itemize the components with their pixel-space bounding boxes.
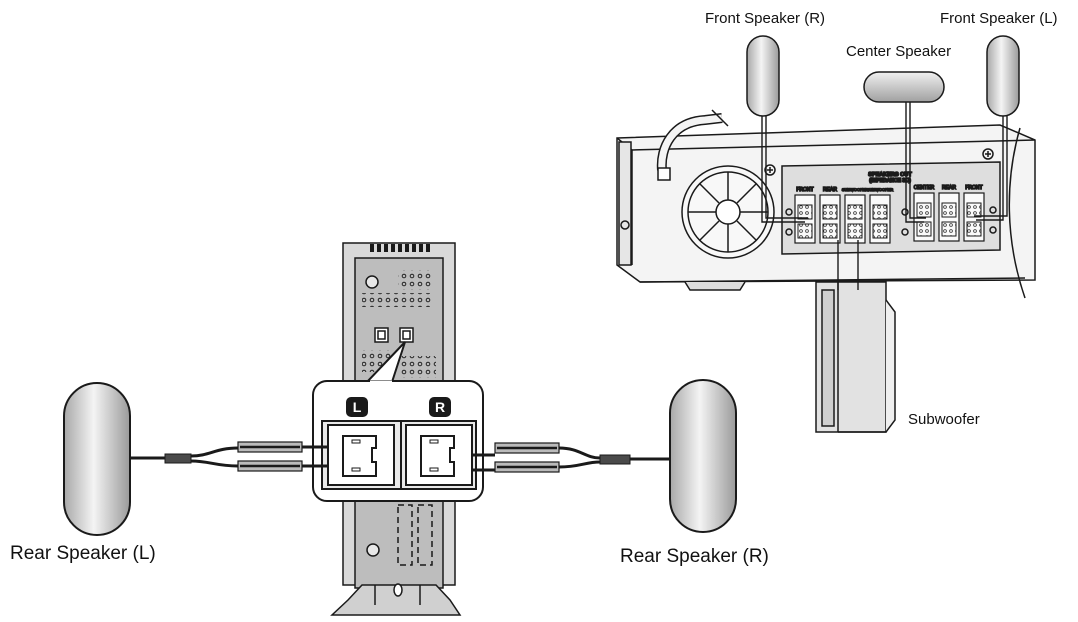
subwoofer bbox=[815, 281, 896, 433]
impedance-label: (IMPEDANCE 3Ω) bbox=[869, 178, 911, 184]
terminal-center-label: CENTER bbox=[914, 185, 935, 191]
front-speaker-left-label: Front Speaker (L) bbox=[940, 10, 1058, 27]
front-center-wires bbox=[761, 102, 1008, 223]
rear-speaker-right-label: Rear Speaker (R) bbox=[620, 546, 769, 567]
terminal-subwoofer-label: SUBWOOFER bbox=[842, 187, 868, 192]
terminal-front-label: FRONT bbox=[796, 187, 813, 193]
rear-right-cable bbox=[472, 442, 670, 473]
main-unit: SPEAKERS OUT (IMPEDANCE 3Ω) FRONT REAR S… bbox=[616, 109, 1036, 299]
cooling-fan bbox=[681, 165, 775, 259]
terminal-rear2-label: REAR bbox=[942, 185, 956, 191]
speakers-out-panel: SPEAKERS OUT (IMPEDANCE 3Ω) FRONT REAR S… bbox=[781, 161, 1001, 255]
terminal-rear-label: REAR bbox=[823, 187, 837, 193]
front-speaker-right bbox=[746, 35, 780, 117]
terminal-subwoofer2-label: SUBWOOFER bbox=[867, 187, 893, 192]
rear-speaker-left-label: Rear Speaker (L) bbox=[10, 543, 156, 564]
front-speaker-right-label: Front Speaker (R) bbox=[705, 10, 826, 27]
rear-left-cable bbox=[130, 441, 328, 472]
rear-speaker-left bbox=[63, 382, 131, 536]
center-speaker bbox=[863, 71, 945, 103]
front-speaker-left bbox=[986, 35, 1020, 117]
right-channel-badge: R bbox=[435, 399, 445, 415]
subwoofer-label: Subwoofer bbox=[908, 411, 980, 428]
subwoofer-wires bbox=[837, 240, 859, 290]
center-speaker-label: Center Speaker bbox=[846, 43, 952, 60]
rear-speaker-right bbox=[669, 379, 737, 533]
left-channel-badge: L bbox=[353, 399, 362, 415]
terminal-zoom-callout: L R bbox=[312, 341, 484, 502]
speakers-out-title: SPEAKERS OUT bbox=[868, 172, 912, 178]
terminal-front2-label: FRONT bbox=[965, 185, 982, 191]
